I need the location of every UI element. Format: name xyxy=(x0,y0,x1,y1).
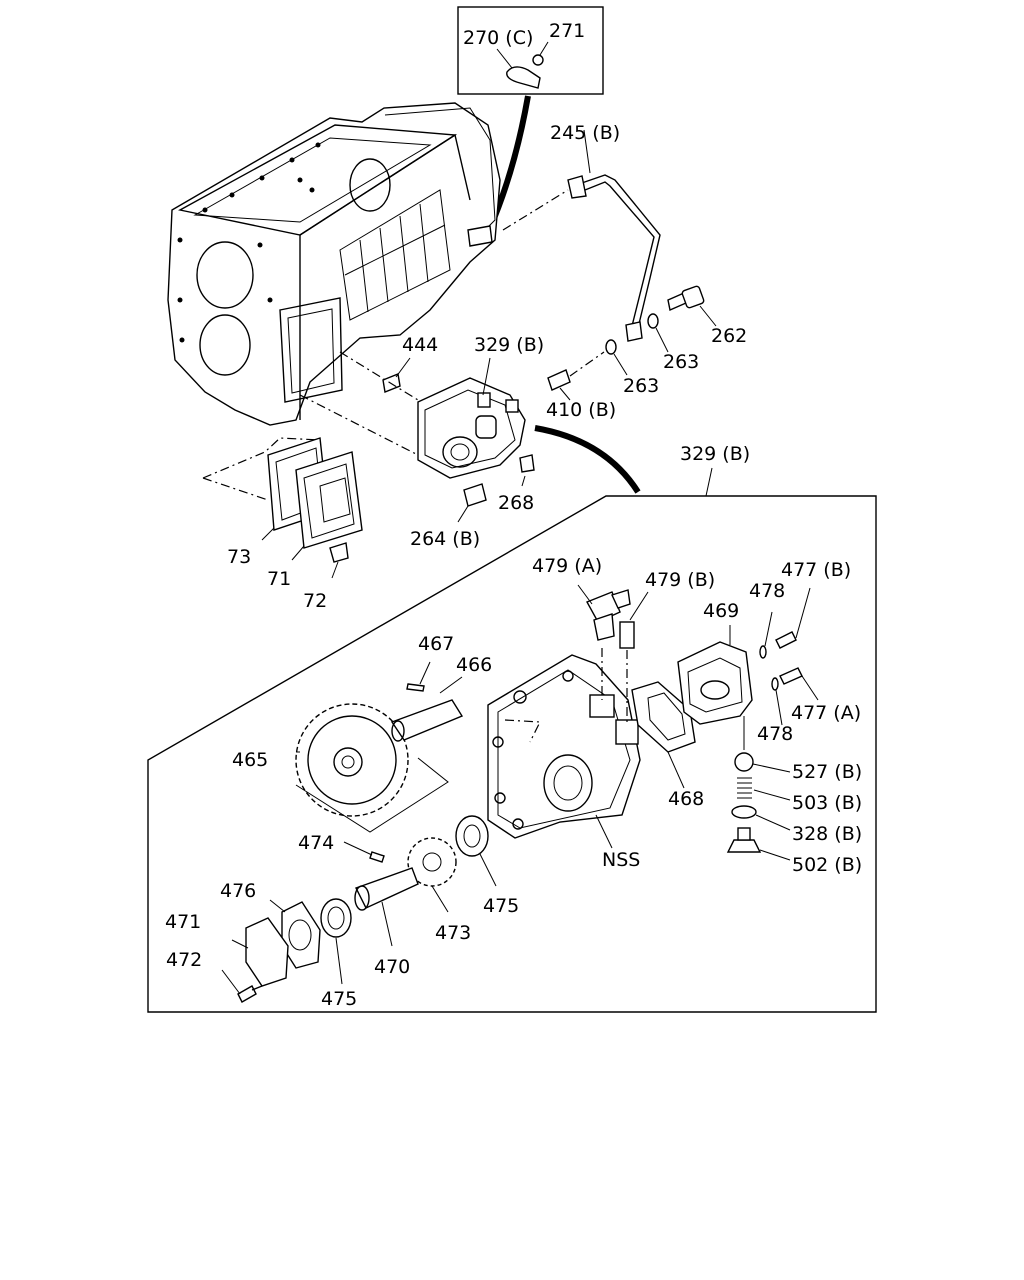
callout-329-b: 329 (B) xyxy=(680,443,750,465)
callout-472: 472 xyxy=(166,949,202,971)
callout-469: 469 xyxy=(703,600,739,622)
cover-gasket-group xyxy=(202,437,363,579)
callout-271: 271 xyxy=(549,20,585,42)
callout-466: 466 xyxy=(456,654,492,676)
callout-473: 473 xyxy=(435,922,471,944)
pump-assembly-mounted xyxy=(299,351,641,523)
pump-detail-box xyxy=(147,467,877,1013)
oil-pipe-assembly xyxy=(502,129,717,401)
callout-329-a: 329 (B) xyxy=(474,334,544,356)
callout-474: 474 xyxy=(298,832,334,854)
callout-410: 410 (B) xyxy=(546,399,616,421)
callout-263-a: 263 xyxy=(663,351,699,373)
callout-263-b: 263 xyxy=(623,375,659,397)
callout-72: 72 xyxy=(303,590,327,612)
callout-467: 467 xyxy=(418,633,454,655)
callout-478-a: 478 xyxy=(749,580,785,602)
callout-nss: NSS xyxy=(602,849,640,871)
callout-503: 503 (B) xyxy=(792,792,862,814)
transmission-case xyxy=(167,102,501,426)
callout-477-b: 477 (B) xyxy=(781,559,851,581)
callout-465: 465 xyxy=(232,749,268,771)
callout-262: 262 xyxy=(711,325,747,347)
callout-475-a: 475 xyxy=(483,895,519,917)
callout-468: 468 xyxy=(668,788,704,810)
pump-detail-parts xyxy=(221,584,819,1003)
callout-245: 245 (B) xyxy=(550,122,620,144)
callout-476: 476 xyxy=(220,880,256,902)
callout-479-a: 479 (A) xyxy=(532,555,602,577)
callout-479-b: 479 (B) xyxy=(645,569,715,591)
callout-270: 270 (C) xyxy=(463,27,533,49)
callout-labels: 270 (C) 271 245 (B) 262 263 263 444 329 … xyxy=(165,20,862,1010)
callout-527: 527 (B) xyxy=(792,761,862,783)
callout-471: 471 xyxy=(165,911,201,933)
callout-71: 71 xyxy=(267,568,291,590)
callout-470: 470 xyxy=(374,956,410,978)
callout-73: 73 xyxy=(227,546,251,568)
callout-477-a: 477 (A) xyxy=(791,702,861,724)
callout-328: 328 (B) xyxy=(792,823,862,845)
callout-444: 444 xyxy=(402,334,438,356)
callout-268: 268 xyxy=(498,492,534,514)
callout-502: 502 (B) xyxy=(792,854,862,876)
callout-478-b: 478 xyxy=(757,723,793,745)
callout-264: 264 (B) xyxy=(410,528,480,550)
callout-475-b: 475 xyxy=(321,988,357,1010)
